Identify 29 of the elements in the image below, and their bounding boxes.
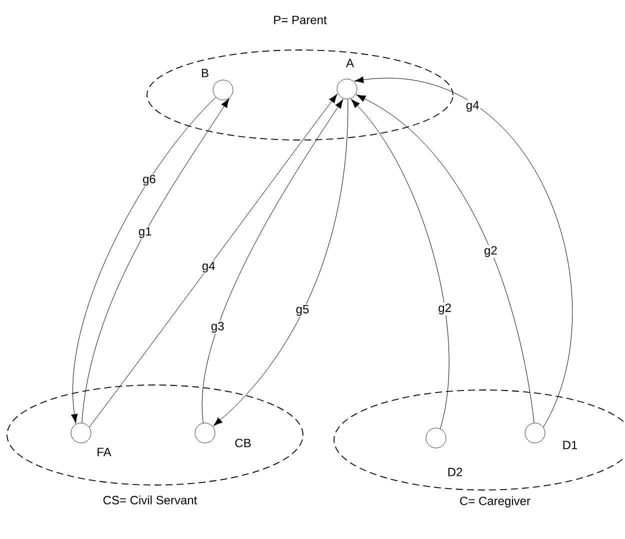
circle-node: CB: [194, 422, 251, 448]
circle-node: D1: [524, 422, 578, 450]
arrow: [351, 99, 450, 429]
edge-label: g6: [142, 174, 157, 187]
arrow: [89, 94, 338, 428]
node-label: CS= Civil Servant: [103, 496, 198, 504]
edge-label: g1: [137, 226, 153, 239]
arrow: [356, 94, 534, 424]
arrow: [82, 98, 230, 424]
edge-label: g2: [483, 245, 498, 258]
node-label: FA: [98, 448, 112, 456]
circle-node: A: [336, 58, 358, 100]
node-label: B: [202, 68, 208, 78]
node-label: P= Parent: [274, 16, 327, 24]
node-label: C= Caregiver: [460, 496, 530, 508]
node-label: A: [346, 58, 354, 68]
circle-node: B: [202, 68, 234, 100]
edge-label: g5: [294, 304, 310, 317]
circle-node: D2: [426, 428, 462, 476]
node-label: CB: [235, 438, 251, 448]
edge-label: g4: [464, 100, 480, 113]
edge-label: g4: [200, 260, 216, 274]
edge-label: g3: [210, 320, 226, 334]
arrow: [354, 76, 573, 428]
arrow: [71, 96, 216, 424]
node-label: D2: [448, 468, 462, 476]
node-label: D1: [563, 440, 578, 450]
edge-label: g2: [437, 302, 452, 316]
circle-node: FA: [70, 422, 112, 456]
